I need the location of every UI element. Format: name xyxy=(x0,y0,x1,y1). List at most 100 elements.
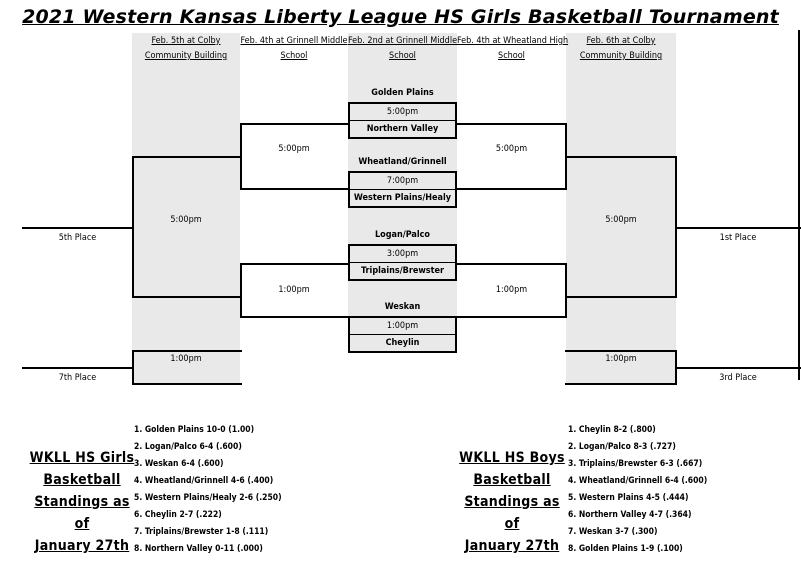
list-item: 3. Triplains/Brewster 6-3 (.667) xyxy=(568,459,703,469)
header-feb5-line1: Feb. 5th at Colby xyxy=(151,36,221,46)
column-shade-feb5 xyxy=(132,33,240,385)
page-border-right xyxy=(798,30,800,380)
bracket-line xyxy=(132,156,242,158)
label-seventh-place: 7th Place xyxy=(58,373,97,383)
list-item: 6. Northern Valley 4-7 (.364) xyxy=(568,510,692,520)
game-box: 7:00pm Western Plains/Healy xyxy=(348,171,457,208)
header-feb5: Feb. 5th at Colby Community Building xyxy=(132,34,240,64)
girls-standings-title-line: Basketball xyxy=(43,472,121,488)
bracket-line xyxy=(565,263,567,318)
time-third-place-game: 1:00pm xyxy=(605,354,637,364)
bracket-line xyxy=(132,350,134,385)
team-slot-bottom: Northern Valley xyxy=(350,120,455,137)
game-time: 1:00pm xyxy=(386,321,419,331)
list-item: 4. Wheatland/Grinnell 6-4 (.600) xyxy=(568,476,708,486)
list-item: 2. Logan/Palco 8-3 (.727) xyxy=(568,442,676,452)
header-feb6-line1: Feb. 6th at Colby xyxy=(586,36,656,46)
list-item: 5. Western Plains 4-5 (.444) xyxy=(568,493,689,503)
first-round-game-4: Weskan 1:00pm Cheylin xyxy=(348,298,457,353)
bracket-line xyxy=(132,156,134,298)
bracket-line xyxy=(240,263,350,265)
bracket-line xyxy=(132,383,242,385)
first-round-game-3: Logan/Palco 3:00pm Triplains/Brewster xyxy=(348,226,457,281)
bracket-line xyxy=(565,383,677,385)
bracket-line xyxy=(132,296,242,298)
header-feb2-line2: School xyxy=(389,51,416,61)
list-item: 3. Weskan 6-4 (.600) xyxy=(134,459,224,469)
header-feb4-wheatland-line1: Feb. 4th at Wheatland High xyxy=(457,36,569,46)
bracket-line xyxy=(675,227,801,229)
bracket-line xyxy=(22,227,133,229)
boys-standings-title-line: January 27th xyxy=(464,538,560,554)
label-fifth-place: 5th Place xyxy=(58,233,97,243)
time-championship-game: 5:00pm xyxy=(605,215,637,225)
list-item: 8. Golden Plains 1-9 (.100) xyxy=(568,544,683,554)
game-box: 3:00pm Triplains/Brewster xyxy=(348,244,457,281)
bracket-line xyxy=(455,123,567,125)
boys-standings-title: WKLL HS Boys Basketball Standings as of … xyxy=(457,447,567,557)
bracket-line xyxy=(455,188,567,190)
team-slot-bottom: Cheylin xyxy=(350,334,455,351)
list-item: 2. Logan/Palco 6-4 (.600) xyxy=(134,442,242,452)
header-feb6-line2: Community Building xyxy=(579,51,663,61)
girls-standings-title: WKLL HS Girls Basketball Standings as of… xyxy=(28,447,136,557)
bracket-line xyxy=(565,350,677,352)
bracket-line xyxy=(240,263,242,318)
header-feb4-wheatland: Feb. 4th at Wheatland High School xyxy=(457,34,569,64)
list-item: 8. Northern Valley 0-11 (.000) xyxy=(134,544,263,554)
header-feb4-grinnell: Feb. 4th at Grinnell Middle School xyxy=(240,34,348,64)
boys-standings-title-line: Basketball xyxy=(473,472,551,488)
header-feb2-line1: Feb. 2nd at Grinnell Middle xyxy=(348,36,458,46)
team-slot-top: Wheatland/Grinnell xyxy=(358,157,447,167)
bracket-line xyxy=(240,188,350,190)
bracket-line xyxy=(455,263,567,265)
list-item: 6. Cheylin 2-7 (.222) xyxy=(134,510,222,520)
time-right-semi-top: 5:00pm xyxy=(495,144,528,154)
list-item: 7. Weskan 3-7 (.300) xyxy=(568,527,658,537)
time-fifth-place-game: 5:00pm xyxy=(170,215,202,225)
header-feb4-grinnell-line2: School xyxy=(280,51,308,61)
team-slot-top: Golden Plains xyxy=(371,88,434,98)
game-time: 7:00pm xyxy=(386,176,419,186)
label-first-place: 1st Place xyxy=(719,233,757,243)
header-feb2: Feb. 2nd at Grinnell Middle School xyxy=(348,34,457,64)
team-slot-bottom: Western Plains/Healy xyxy=(350,189,455,206)
girls-standings-list: 1. Golden Plains 10-0 (1.00) 2. Logan/Pa… xyxy=(134,422,282,558)
bracket-line xyxy=(240,123,350,125)
girls-standings-title-line: January 27th xyxy=(34,538,130,554)
game-box: 5:00pm Northern Valley xyxy=(348,102,457,139)
header-feb6: Feb. 6th at Colby Community Building xyxy=(566,34,676,64)
bracket-line xyxy=(22,367,133,369)
first-round-game-2: Wheatland/Grinnell 7:00pm Western Plains… xyxy=(348,153,457,208)
list-item: 7. Triplains/Brewster 1-8 (.111) xyxy=(134,527,269,537)
header-feb5-line2: Community Building xyxy=(144,51,228,61)
list-item: 5. Western Plains/Healy 2-6 (.250) xyxy=(134,493,282,503)
game-box: 1:00pm Cheylin xyxy=(348,316,457,353)
girls-standings-title-line: WKLL HS Girls xyxy=(29,450,135,466)
page-title: 2021 Western Kansas Liberty League HS Gi… xyxy=(22,6,779,28)
column-shade-feb6 xyxy=(566,33,676,385)
game-time: 5:00pm xyxy=(386,107,419,117)
time-left-semi-top: 5:00pm xyxy=(278,144,310,154)
girls-standings-title-line: Standings as of xyxy=(34,494,130,532)
list-item: 4. Wheatland/Grinnell 4-6 (.400) xyxy=(134,476,274,486)
bracket-line xyxy=(455,316,567,318)
list-item: 1. Golden Plains 10-0 (1.00) xyxy=(134,425,255,435)
boys-standings-title-line: WKLL HS Boys xyxy=(459,450,565,466)
list-item: 1. Cheylin 8-2 (.800) xyxy=(568,425,656,435)
bracket-line xyxy=(240,316,350,318)
time-left-semi-bottom: 1:00pm xyxy=(278,285,310,295)
bracket-line xyxy=(132,350,242,352)
team-slot-top: Logan/Palco xyxy=(375,230,430,240)
time-right-semi-bottom: 1:00pm xyxy=(495,285,528,295)
team-slot-bottom: Triplains/Brewster xyxy=(350,262,455,279)
time-seventh-place-game: 1:00pm xyxy=(170,354,202,364)
header-feb4-wheatland-line2: School xyxy=(498,51,525,61)
game-time: 3:00pm xyxy=(386,249,419,259)
bracket-line xyxy=(565,296,677,298)
first-round-game-1: Golden Plains 5:00pm Northern Valley xyxy=(348,84,457,139)
bracket-line xyxy=(675,367,801,369)
boys-standings-list: 1. Cheylin 8-2 (.800) 2. Logan/Palco 8-3… xyxy=(568,422,707,558)
bracket-line xyxy=(565,156,677,158)
label-third-place: 3rd Place xyxy=(719,373,757,383)
